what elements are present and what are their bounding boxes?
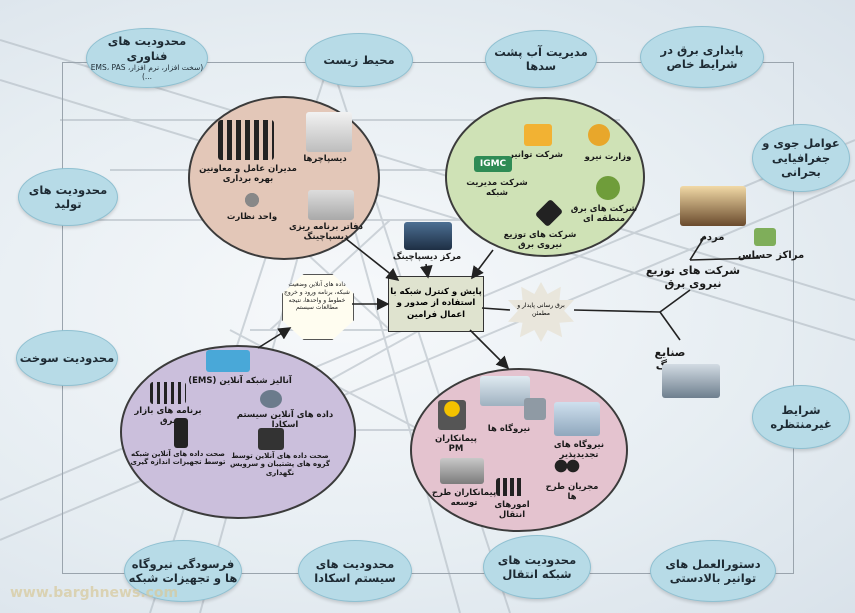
plant-tower-photo (524, 398, 546, 420)
people-label: مردم (699, 232, 725, 243)
sensitive-centers-icon (754, 228, 776, 246)
cloud-stability: پایداری برق در شرایط خاص (640, 26, 764, 88)
planning-photo (308, 190, 354, 220)
maintenance-icon (258, 428, 284, 450)
scada-data-label: داده های آنلاین سیستم اسکادا (236, 410, 334, 431)
magnifier-icon (238, 190, 266, 210)
data-octagon (282, 274, 354, 340)
executors-label: مجریان طرح ها (545, 482, 599, 503)
regional-label: شرکت های برق منطقه ای (570, 204, 638, 225)
supervision-label: واحد نظارت (226, 212, 278, 222)
distribution-cos-label: شرکت های توزیع نیروی برق (645, 264, 741, 290)
transmission-crew-icon (496, 478, 524, 496)
cloud-unexpected: شرایط غیرمنتظره (752, 385, 850, 449)
managers-photo (218, 120, 274, 160)
protection-label: صحت داده های آنلاین توسط گروه های پشتیبا… (230, 452, 330, 477)
cloud-environment: محیط زیست (305, 33, 413, 87)
cloud-scada: محدودیت های سیستم اسکادا (298, 540, 412, 602)
regional-logo (596, 176, 620, 200)
managers-label: مدیران عامل و معاونین بهره برداری (199, 164, 297, 185)
igmc-label: شرکت مدیریت شبکه (466, 178, 528, 199)
planning-label: دفاتر برنامه ریزی دیسپاچینگ (289, 222, 363, 243)
industry-photo (662, 364, 720, 398)
transmission-affairs-label: امورهای انتقال (494, 500, 530, 521)
dispatch-center-label: مرکز دیسپاچینگ (392, 252, 462, 262)
watermark: www.barghnews.com (10, 585, 179, 601)
pm-label: پیمانکاران PM (435, 434, 477, 455)
market-chart-icon (150, 382, 186, 404)
dispatchers-label: دیسپاچرها (303, 154, 347, 164)
power-plant-photo (480, 376, 530, 406)
dispatchers-photo (306, 112, 352, 152)
outer-frame (62, 62, 794, 574)
scada-globe-icon (260, 390, 282, 408)
octagon-text: داده های آنلاین وضعیت شبکه، برنامه ورود … (284, 281, 350, 312)
control-box: پایش و کنترل شبکه با استفاده از صدور و ا… (388, 276, 484, 332)
cloud-upstream: دستورالعمل های توانیر بالادستی (650, 540, 776, 602)
executors-icon (552, 458, 582, 478)
cloud-fuel: محدودیت سوخت (16, 330, 118, 386)
wind-turbine-photo (554, 402, 600, 436)
plants-label: نیروگاه ها (487, 424, 531, 434)
tavanir-label: شرکت توانیر (509, 150, 563, 160)
ministry-logo (588, 124, 610, 146)
distribution-label: شرکت های توزیع نیروی برق (503, 230, 577, 251)
meters-label: صحت داده های آنلاین شبکه توسط تجهیزات ان… (130, 450, 226, 467)
contractor-photo (440, 458, 484, 484)
cloud-tech-limits: محدودیت های فناوری(سخت افزار، نرم افزار،… (86, 28, 208, 88)
market-label: برنامه های بازار برق (134, 406, 202, 427)
people-photo (680, 186, 746, 226)
pm-worker-icon (438, 400, 466, 430)
contractors-label: پیمانکاران طرح توسعه (431, 488, 497, 509)
ems-monitor-icon (206, 350, 250, 372)
meter-person-icon (174, 418, 188, 448)
cloud-generation: محدودیت های تولید (18, 168, 118, 226)
cloud-tech-title: محدودیت های فناوری (107, 34, 187, 63)
star-text: برق رسانی پایدار و مطمئن (517, 302, 565, 317)
dispatch-center-photo (404, 222, 452, 250)
cloud-transmission: محدودیت های شبکه انتقال (483, 535, 591, 599)
cloud-weather: عوامل جوی و جغرافیایی بحرانی (752, 124, 850, 192)
ministry-label: وزارت نیرو (584, 152, 632, 162)
ems-label: آنالیز شبکه آنلاین (EMS) (188, 376, 292, 386)
tavanir-logo (524, 124, 552, 146)
sensitive-label: مراکز حساس (737, 250, 805, 261)
cloud-tech-sub: (سخت افزار، نرم افزار، EMS، PAS ...) (90, 63, 204, 82)
renewables-label: نیروگاه های تجدیدپذیر (553, 440, 605, 461)
cloud-aging: فرسودگی نیروگاه ها و تجهیزات شبکه (124, 540, 242, 602)
igmc-logo: IGMC (474, 156, 512, 172)
cluster-data-sources (120, 345, 356, 519)
cloud-dams: مدیریت آب پشت سدها (485, 30, 597, 88)
